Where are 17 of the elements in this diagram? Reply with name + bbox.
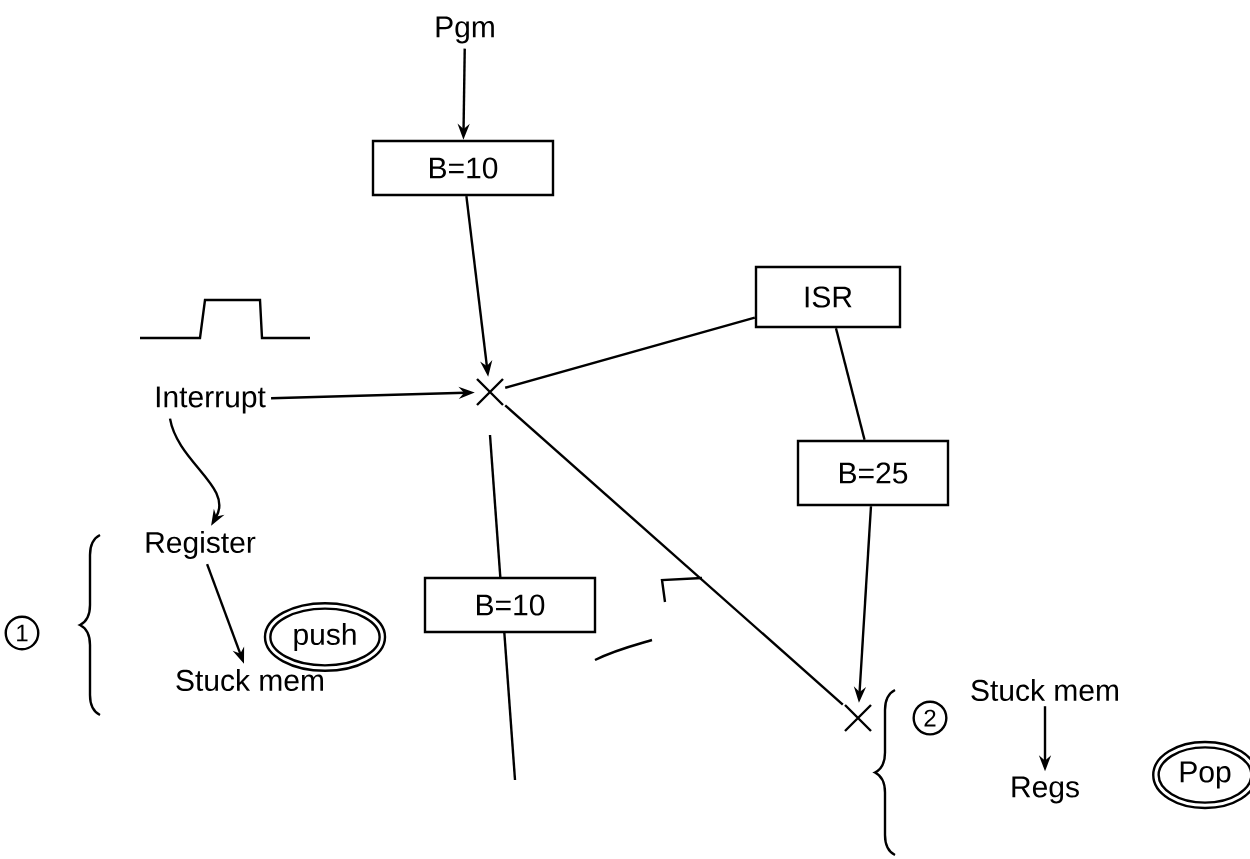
interrupt-label: Interrupt xyxy=(156,386,266,414)
process-box: B=10 xyxy=(423,576,597,634)
connector-line xyxy=(504,404,844,706)
step-label: Regs xyxy=(1012,776,1079,804)
junction-cross xyxy=(475,377,505,407)
step-label: Stuck mem xyxy=(176,669,323,691)
circled-number: 1 xyxy=(4,615,40,651)
process-box: ISR xyxy=(754,265,902,329)
process-box: B=25 xyxy=(796,439,950,507)
connector-line xyxy=(504,316,756,389)
connector-line xyxy=(834,327,866,441)
process-box: B=10 xyxy=(371,139,555,197)
program-label: Pgm xyxy=(436,16,494,44)
step-label: Stuck mem xyxy=(971,679,1118,701)
step-label: Register xyxy=(146,531,256,559)
circled-number: 2 xyxy=(912,700,948,736)
junction-cross xyxy=(843,703,873,733)
